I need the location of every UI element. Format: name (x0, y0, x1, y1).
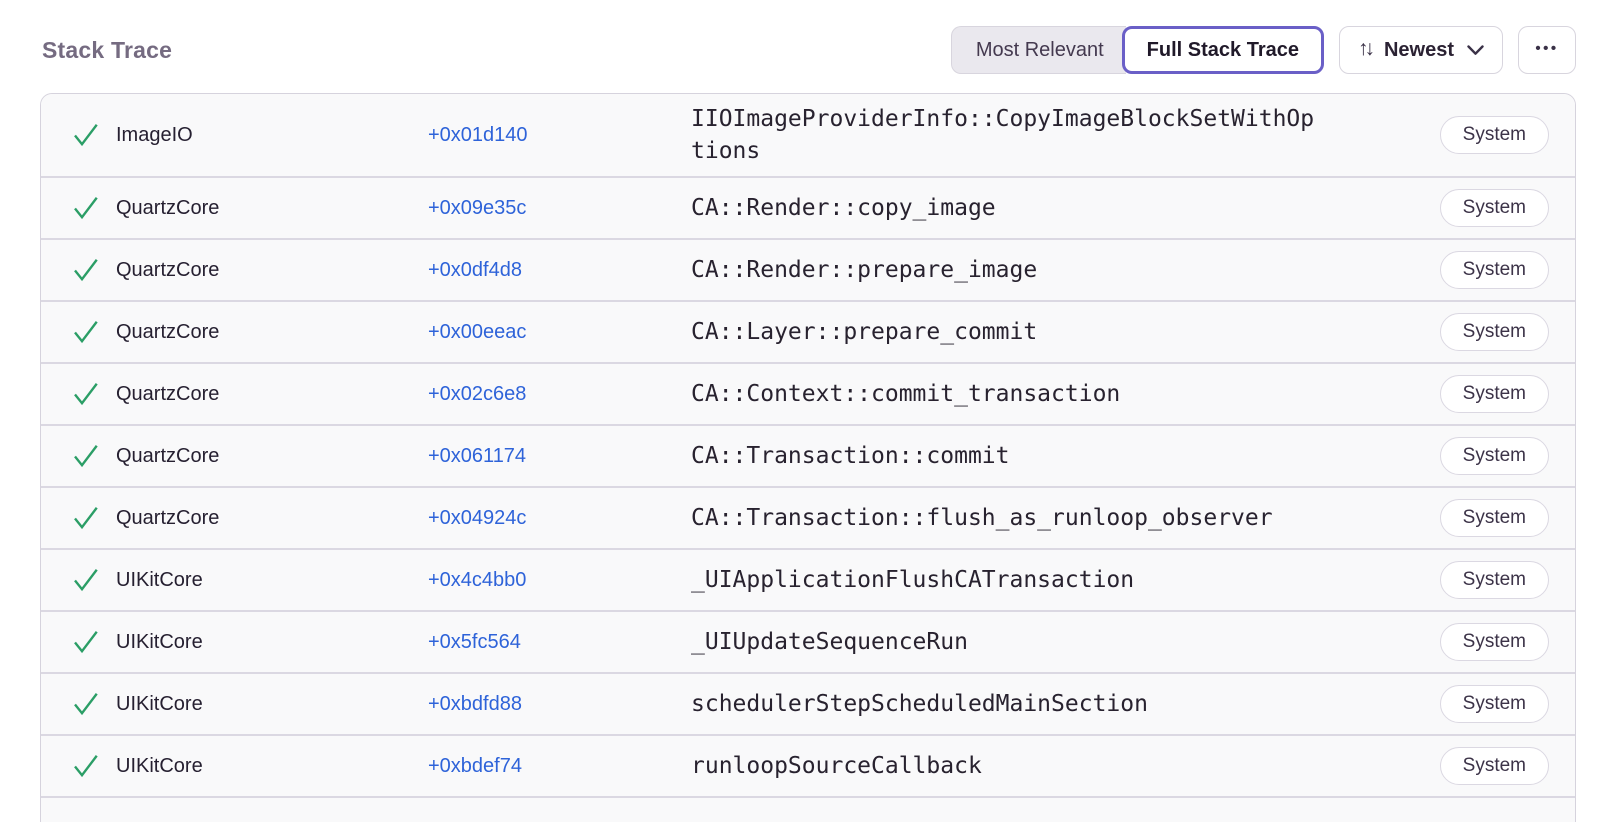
frame-system-badge: System (1439, 189, 1549, 228)
frame-system-badge: System (1439, 313, 1549, 352)
frame-system-badge: System (1439, 561, 1549, 600)
stack-frame-row[interactable]: UIKitCore +0x5fc564 _UIUpdateSequenceRun… (41, 610, 1575, 673)
frame-address-link[interactable]: +0x4c4bb0 (428, 568, 527, 591)
frame-module: QuartzCore (116, 506, 220, 529)
frame-system-badge: System (1439, 499, 1549, 538)
in-app-check-icon (71, 504, 116, 532)
frame-module: QuartzCore (116, 258, 220, 281)
frame-function: CA::Transaction::commit (691, 443, 1010, 470)
frame-address-link[interactable]: +0xbdfd88 (428, 692, 522, 715)
stack-frame-row[interactable]: UIKitCore +0xbdef74 runloopSourceCallbac… (41, 734, 1575, 797)
in-app-check-icon (71, 690, 116, 718)
frame-system-badge: System (1439, 623, 1549, 662)
view-toggle-group: Most Relevant Full Stack Trace (950, 26, 1324, 74)
stack-frame-row[interactable]: UIKitCore +0xbdfd88 schedulerStepSchedul… (41, 672, 1575, 735)
stack-frame-row[interactable]: QuartzCore +0x04924c CA::Transaction::fl… (41, 486, 1575, 549)
frame-system-badge: System (1439, 251, 1549, 290)
frame-address-link[interactable]: +0x0df4d8 (428, 258, 522, 281)
header-controls: Most Relevant Full Stack Trace ↑↓ Newest… (950, 26, 1576, 74)
frame-function: CA::Render::copy_image (691, 195, 996, 222)
in-app-check-icon (71, 256, 116, 284)
stack-frame-row[interactable]: QuartzCore +0x0df4d8 CA::Render::prepare… (41, 238, 1575, 301)
most-relevant-button[interactable]: Most Relevant (950, 26, 1126, 74)
frame-address-link[interactable]: +0x01d140 (428, 123, 528, 146)
frame-system-badge: System (1439, 747, 1549, 786)
stack-trace-panel: ImageIO +0x01d140 IIOImageProviderInfo::… (40, 93, 1576, 822)
frame-system-badge: System (1439, 375, 1549, 414)
frame-function: _UIApplicationFlushCATransaction (691, 567, 1135, 594)
frame-module: QuartzCore (116, 444, 220, 467)
in-app-check-icon (71, 752, 116, 780)
frame-module: QuartzCore (116, 382, 220, 405)
chevron-down-icon (1467, 44, 1484, 56)
ellipsis-icon: ••• (1535, 39, 1559, 57)
frame-function: _UIUpdateSequenceRun (691, 629, 968, 656)
sort-newest-button[interactable]: ↑↓ Newest (1338, 26, 1503, 74)
frame-system-badge: System (1439, 437, 1549, 476)
page-title: Stack Trace (42, 36, 173, 63)
frame-module: UIKitCore (116, 754, 203, 777)
stack-frame-row[interactable]: QuartzCore +0x02c6e8 CA::Context::commit… (41, 362, 1575, 425)
frame-function: CA::Layer::prepare_commit (691, 319, 1038, 346)
frame-system-badge: System (1439, 685, 1549, 724)
frame-address-link[interactable]: +0x061174 (428, 444, 527, 467)
stack-frame-row[interactable]: QuartzCore +0x061174 CA::Transaction::co… (41, 424, 1575, 487)
more-options-button[interactable]: ••• (1518, 26, 1576, 74)
sort-button-label: Newest (1383, 38, 1454, 61)
stack-frame-row[interactable]: ImageIO +0x01d140 IIOImageProviderInfo::… (41, 94, 1575, 177)
in-app-check-icon (71, 566, 116, 594)
full-stack-trace-button[interactable]: Full Stack Trace (1121, 26, 1324, 74)
frame-address-link[interactable]: +0x09e35c (428, 196, 527, 219)
frame-function: CA::Transaction::flush_as_runloop_observ… (691, 505, 1273, 532)
frame-function: CA::Context::commit_transaction (691, 381, 1121, 408)
in-app-check-icon (71, 380, 116, 408)
partial-next-frame-row (41, 796, 1575, 822)
frame-function: IIOImageProviderInfo::CopyImageBlockSetW… (691, 106, 1315, 165)
stack-frame-row[interactable]: QuartzCore +0x00eeac CA::Layer::prepare_… (41, 300, 1575, 363)
frame-module: UIKitCore (116, 568, 203, 591)
stack-trace-header: Stack Trace Most Relevant Full Stack Tra… (0, 0, 1614, 74)
frame-module: QuartzCore (116, 196, 220, 219)
frame-module: QuartzCore (116, 320, 220, 343)
in-app-check-icon (71, 194, 116, 222)
in-app-check-icon (71, 442, 116, 470)
in-app-check-icon (71, 318, 116, 346)
frame-address-link[interactable]: +0x00eeac (428, 320, 527, 343)
frame-function: CA::Render::prepare_image (691, 257, 1038, 284)
stack-frame-row[interactable]: QuartzCore +0x09e35c CA::Render::copy_im… (41, 176, 1575, 239)
frame-address-link[interactable]: +0x04924c (428, 506, 527, 529)
frame-address-link[interactable]: +0x5fc564 (428, 630, 521, 653)
sort-arrows-icon: ↑↓ (1357, 37, 1375, 60)
frame-module: UIKitCore (116, 630, 203, 653)
frame-address-link[interactable]: +0x02c6e8 (428, 382, 527, 405)
frame-function: runloopSourceCallback (691, 753, 982, 780)
frame-module: UIKitCore (116, 692, 203, 715)
frame-system-badge: System (1439, 116, 1549, 155)
in-app-check-icon (71, 628, 116, 656)
frame-function: schedulerStepScheduledMainSection (691, 691, 1148, 718)
stack-frame-row[interactable]: UIKitCore +0x4c4bb0 _UIApplicationFlushC… (41, 548, 1575, 611)
in-app-check-icon (71, 121, 116, 149)
frame-list: ImageIO +0x01d140 IIOImageProviderInfo::… (41, 94, 1575, 797)
frame-module: ImageIO (116, 123, 193, 146)
frame-address-link[interactable]: +0xbdef74 (428, 754, 522, 777)
